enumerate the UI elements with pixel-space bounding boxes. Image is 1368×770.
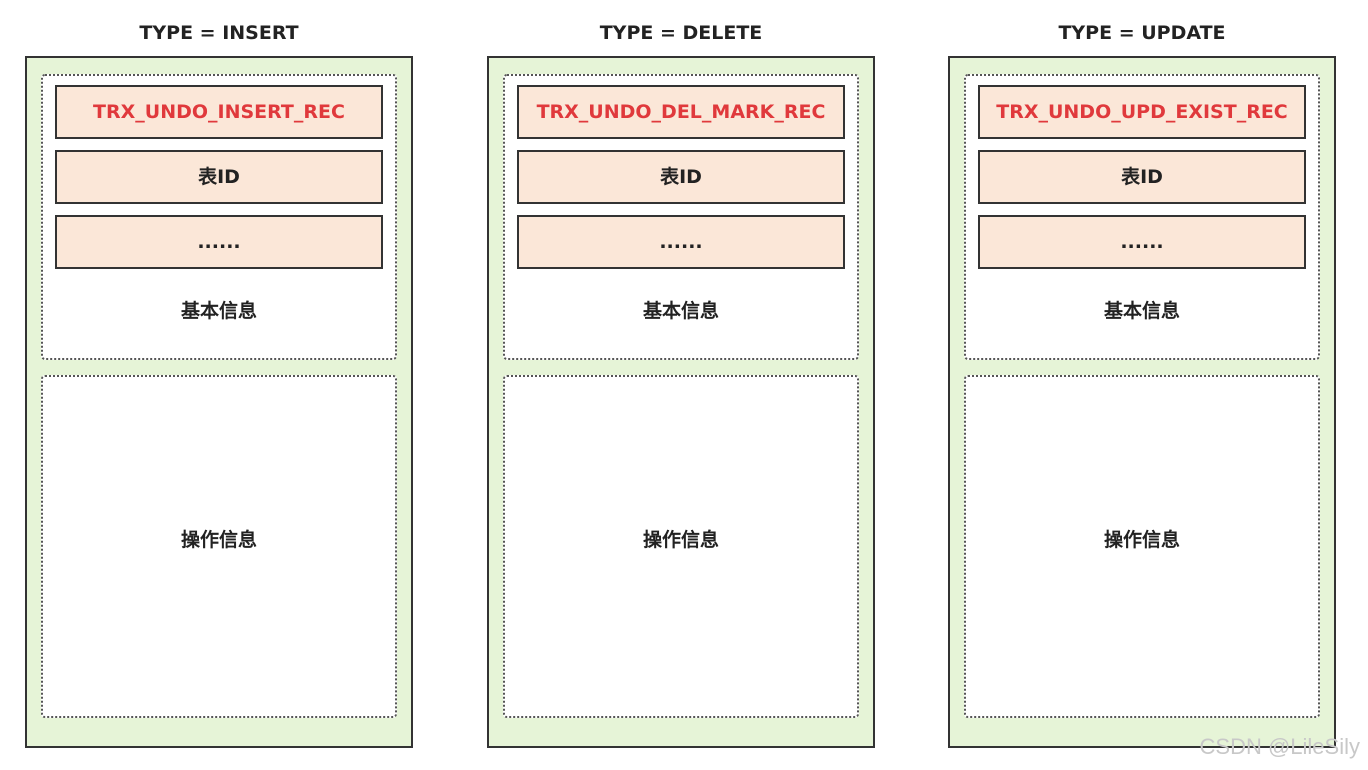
undo-record-insert: TRX_UNDO_INSERT_REC 表ID ...... 基本信息 操作信息 bbox=[25, 56, 413, 748]
basic-info-section: TRX_UNDO_INSERT_REC 表ID ...... 基本信息 bbox=[41, 74, 397, 360]
ellipsis-field: ...... bbox=[517, 215, 845, 269]
type-field: TRX_UNDO_UPD_EXIST_REC bbox=[978, 85, 1306, 139]
watermark: CSDN @LileSily bbox=[1199, 734, 1360, 759]
column-title-delete: TYPE = DELETE bbox=[599, 22, 763, 44]
ellipsis-field: ...... bbox=[978, 215, 1306, 269]
column-title-update: TYPE = UPDATE bbox=[1058, 22, 1226, 44]
basic-info-section: TRX_UNDO_DEL_MARK_REC 表ID ...... 基本信息 bbox=[503, 74, 859, 360]
type-field: TRX_UNDO_INSERT_REC bbox=[55, 85, 383, 139]
table-id-field: 表ID bbox=[517, 150, 845, 204]
basic-info-section: TRX_UNDO_UPD_EXIST_REC 表ID ...... 基本信息 bbox=[964, 74, 1320, 360]
operation-info-label: 操作信息 bbox=[1103, 529, 1180, 551]
operation-info-label: 操作信息 bbox=[180, 529, 257, 551]
column-title-insert: TYPE = INSERT bbox=[139, 22, 299, 44]
operation-info-section: 操作信息 bbox=[41, 375, 397, 718]
operation-info-label: 操作信息 bbox=[642, 529, 719, 551]
undo-record-update: TRX_UNDO_UPD_EXIST_REC 表ID ...... 基本信息 操… bbox=[948, 56, 1336, 748]
undo-record-delete: TRX_UNDO_DEL_MARK_REC 表ID ...... 基本信息 操作… bbox=[487, 56, 875, 748]
ellipsis-field: ...... bbox=[55, 215, 383, 269]
basic-info-label: 基本信息 bbox=[642, 300, 719, 322]
operation-info-section: 操作信息 bbox=[964, 375, 1320, 718]
table-id-field: 表ID bbox=[978, 150, 1306, 204]
operation-info-section: 操作信息 bbox=[503, 375, 859, 718]
type-field: TRX_UNDO_DEL_MARK_REC bbox=[517, 85, 845, 139]
basic-info-label: 基本信息 bbox=[1103, 300, 1180, 322]
table-id-field: 表ID bbox=[55, 150, 383, 204]
basic-info-label: 基本信息 bbox=[180, 300, 257, 322]
